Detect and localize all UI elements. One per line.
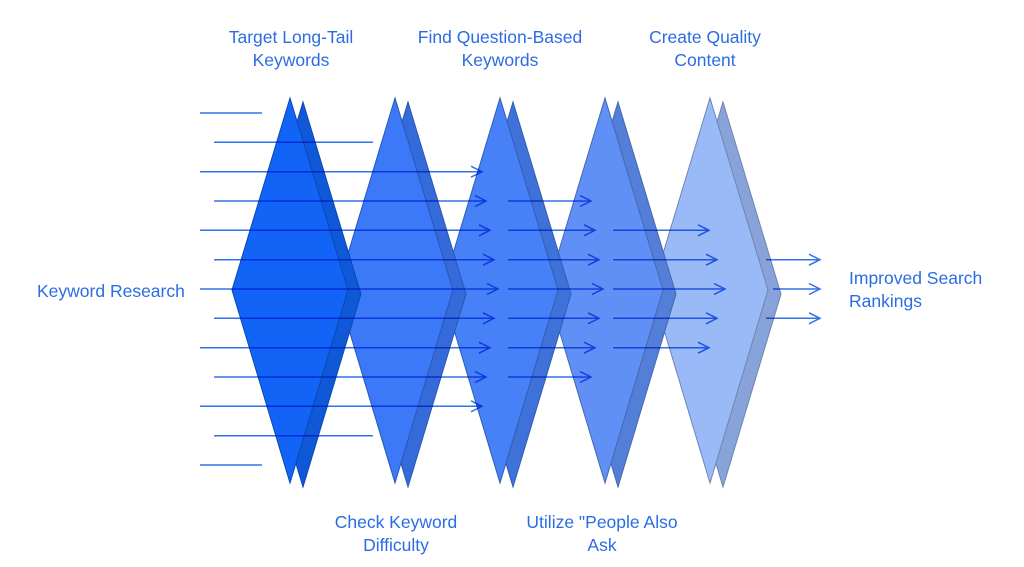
step-label-question-based: Find Question-Based Keywords [417, 27, 583, 70]
flow-lines [200, 112, 822, 466]
step-label-target-long-tail: Target Long-Tail Keywords [228, 27, 354, 70]
step-label-quality-content: Create Quality Content [649, 27, 761, 70]
step-label-people-also-ask: Utilize "People Also Ask [526, 512, 678, 555]
step-label-check-difficulty: Check Keyword Difficulty [334, 512, 458, 555]
start-label: Keyword Research [37, 281, 185, 301]
end-label: Improved Search Rankings [849, 268, 983, 311]
funnel-diamond-1 [231, 96, 362, 489]
